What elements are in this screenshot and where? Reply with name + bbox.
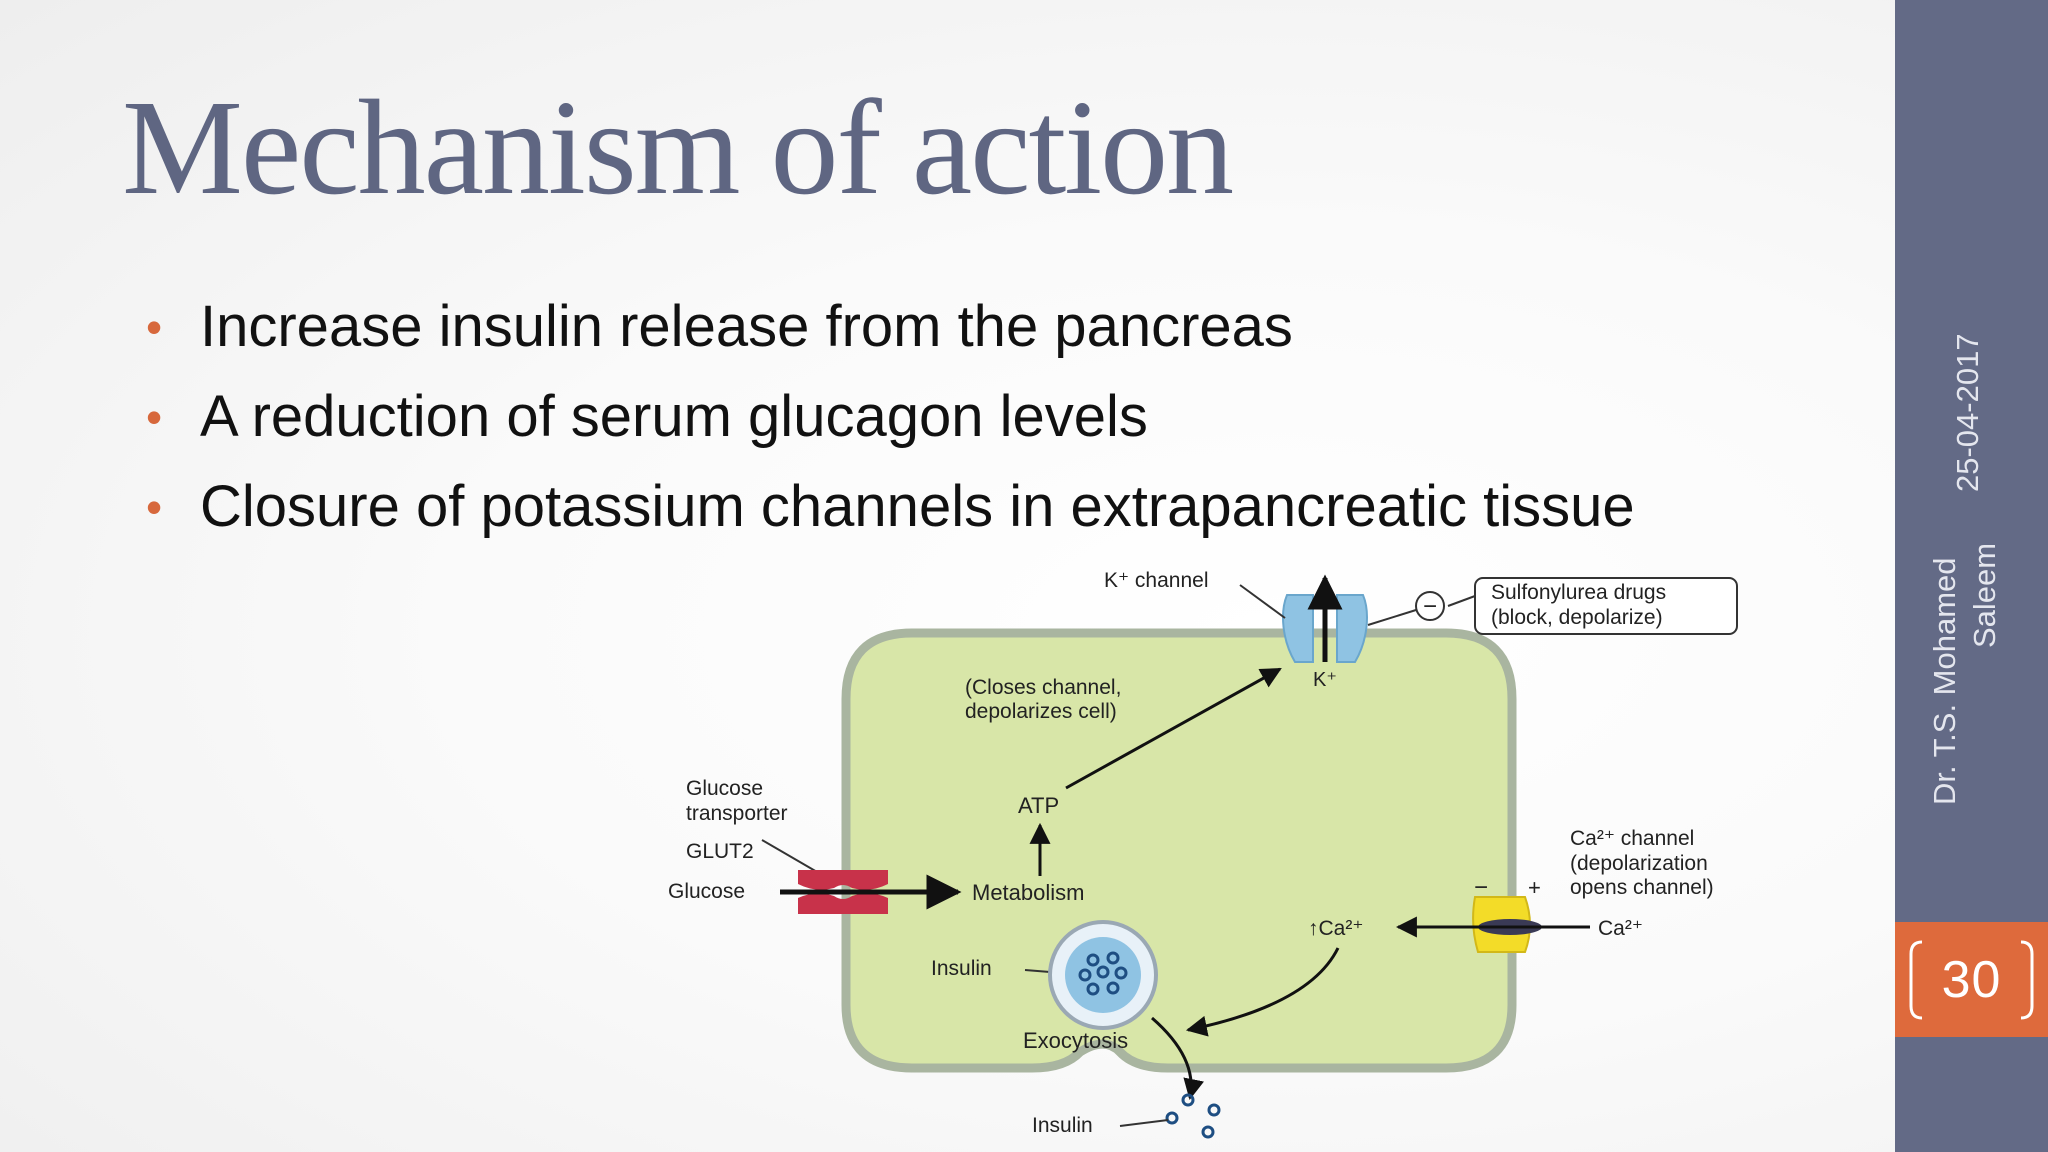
ca-channel-line3: opens channel) xyxy=(1570,876,1714,899)
right-bracket-icon xyxy=(2020,940,2034,1020)
glucose-transporter-icon xyxy=(798,870,888,914)
closes-channel-line1: (Closes channel, xyxy=(965,676,1121,699)
sulfonylurea-box xyxy=(1474,577,1738,635)
k-channel-label: K⁺ channel xyxy=(1104,569,1209,592)
glucose-label: Glucose xyxy=(668,880,745,903)
left-bracket-icon xyxy=(1909,940,1923,1020)
glut2-label: GLUT2 xyxy=(686,840,754,863)
slide-date: 25-04-2017 xyxy=(1950,333,1985,492)
atp-to-channel-arrow xyxy=(1065,667,1282,790)
slide-title: Mechanism of action xyxy=(122,73,1234,223)
metabolism-label: Metabolism xyxy=(972,880,1084,905)
author-line1: Dr. T.S. Mohamed xyxy=(1927,557,1962,805)
closes-channel-line2: depolarizes cell) xyxy=(965,700,1117,723)
insulin-vesicle-label: Insulin xyxy=(931,957,992,980)
bullet-item: • Increase insulin release from the pancr… xyxy=(146,282,1635,372)
bullet-item: • Closure of potassium channels in extrap… xyxy=(146,462,1635,552)
released-insulin-icon xyxy=(1165,1093,1221,1139)
ca-channel-line2: (depolarization xyxy=(1570,852,1708,875)
bullet-dot-icon: • xyxy=(146,301,163,353)
ca-to-exocytosis-arrow xyxy=(1185,947,1340,1037)
sulfonylurea-line2: (block, depolarize) xyxy=(1491,606,1663,629)
inhibit-leader xyxy=(1367,609,1417,626)
insulin-released-label: Insulin xyxy=(1032,1114,1093,1137)
author-line2: Saleem xyxy=(1967,542,2002,648)
glucose-transporter-line1: Glucose xyxy=(686,777,763,800)
ca-inside-label: ↑Ca²⁺ xyxy=(1308,917,1363,940)
beta-cell-diagram: K⁺ channel Sulfonylurea drugs (block, de… xyxy=(668,569,1738,1139)
ca-channel-icon xyxy=(1472,896,1542,953)
insulin-vesicle-icon xyxy=(1048,920,1158,1030)
page-number-box: 30 xyxy=(1895,922,2048,1037)
insulin-released-leader xyxy=(1119,1119,1169,1127)
ca-outside-label: Ca²⁺ xyxy=(1598,917,1643,940)
sulfonylurea-leader xyxy=(1447,595,1476,607)
ca-plus-sign: + xyxy=(1528,875,1541,900)
exocytosis-label: Exocytosis xyxy=(1023,1028,1128,1053)
inhibit-icon xyxy=(1415,591,1445,621)
k-ion-label: K⁺ xyxy=(1313,669,1337,691)
glucose-transporter-line2: transporter xyxy=(686,802,788,825)
k-channel-leader xyxy=(1239,584,1286,619)
ca-channel-line1: Ca²⁺ channel xyxy=(1570,827,1694,850)
sulfonylurea-line1: Sulfonylurea drugs xyxy=(1491,581,1666,604)
beta-cell-body xyxy=(841,628,1517,1073)
bullet-text: A reduction of serum glucagon levels xyxy=(200,384,1148,449)
bullet-text: Increase insulin release from the pancre… xyxy=(200,294,1293,359)
page-number: 30 xyxy=(1941,950,2002,1009)
atp-label: ATP xyxy=(1018,793,1059,818)
bullet-dot-icon: • xyxy=(146,391,163,443)
bullet-list: • Increase insulin release from the pancr… xyxy=(146,282,1635,552)
bullet-dot-icon: • xyxy=(146,481,163,533)
bullet-text: Closure of potassium channels in extrapa… xyxy=(200,474,1635,539)
ca-minus-sign: − xyxy=(1474,874,1488,901)
bullet-item: • A reduction of serum glucagon levels xyxy=(146,372,1635,462)
insulin-release-arrow xyxy=(1151,1016,1204,1101)
k-channel-icon xyxy=(1282,594,1368,663)
inhibit-sign: − xyxy=(1423,593,1437,620)
